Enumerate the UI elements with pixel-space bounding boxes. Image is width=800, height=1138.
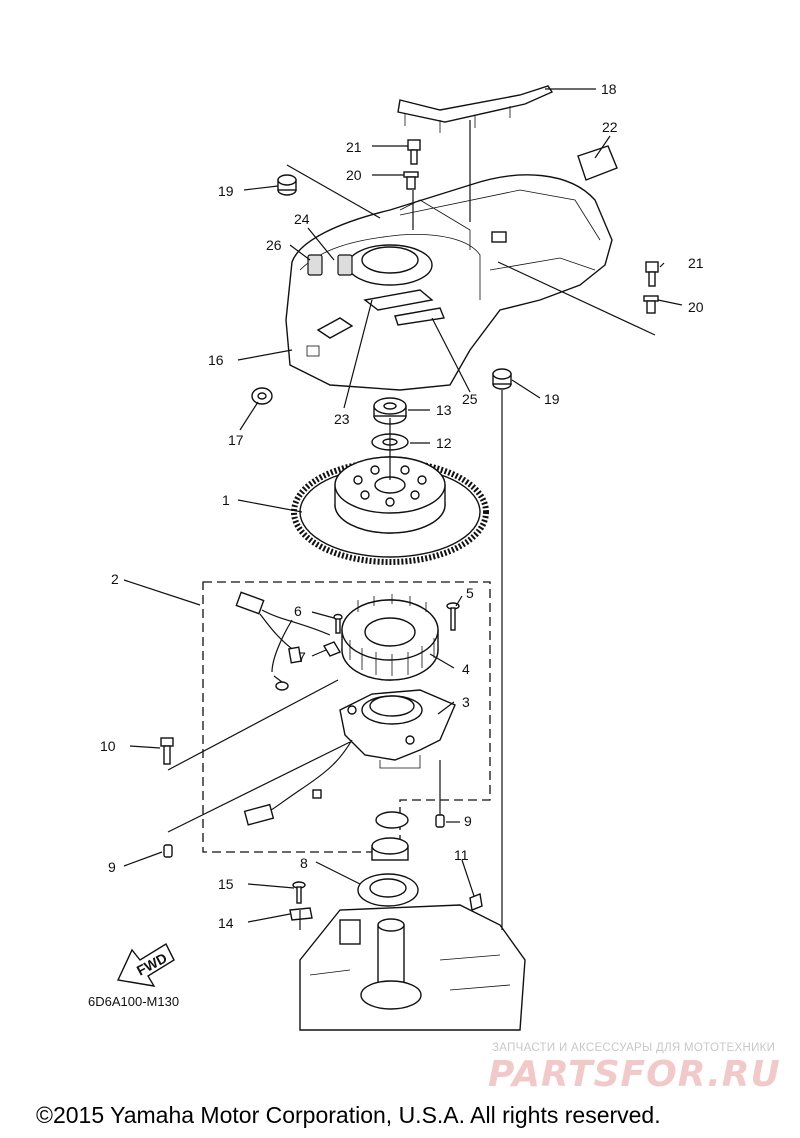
watermark-logo: PARTSFOR.RU xyxy=(488,1054,781,1095)
part-19-grommet-left xyxy=(277,174,297,196)
callout-5: 5 xyxy=(466,585,474,601)
part-11-key xyxy=(469,893,483,911)
callout-14: 14 xyxy=(218,915,234,931)
callout-26: 26 xyxy=(266,237,282,253)
leader-lines xyxy=(123,88,683,930)
part-9-dowel-left xyxy=(163,844,173,858)
part-2-stator-assembly-box xyxy=(202,581,491,853)
engine-block xyxy=(299,904,526,1031)
callout-20-right: 20 xyxy=(688,299,704,315)
part-18-cover-strip xyxy=(397,85,554,133)
part-8-plate xyxy=(357,811,419,907)
callout-13: 13 xyxy=(436,402,452,418)
callout-18: 18 xyxy=(601,81,617,97)
callout-19-left: 19 xyxy=(218,183,234,199)
copyright-notice: ©2015 Yamaha Motor Corporation, U.S.A. A… xyxy=(36,1102,661,1128)
callout-16: 16 xyxy=(208,352,224,368)
callout-11: 11 xyxy=(454,847,469,863)
callout-15: 15 xyxy=(218,876,234,892)
diagram-code: 6D6A100-M130 xyxy=(88,994,180,1009)
part-19-grommet-right xyxy=(492,368,512,390)
callout-20-top: 20 xyxy=(346,167,362,183)
callout-4: 4 xyxy=(462,661,470,677)
part-14-clip xyxy=(289,907,313,921)
callout-9-left: 9 xyxy=(108,859,116,875)
part-7-clamp xyxy=(322,641,342,657)
callout-6: 6 xyxy=(294,603,302,619)
part-13-nut xyxy=(373,397,407,425)
fwd-arrow: FWD xyxy=(116,943,175,987)
part-22-label xyxy=(577,145,618,181)
part-6-screw xyxy=(333,613,343,634)
callout-9-right: 9 xyxy=(464,813,472,829)
part-20-collar-top xyxy=(403,171,419,190)
callout-21-top: 21 xyxy=(346,139,362,155)
callout-25: 25 xyxy=(462,391,478,407)
callout-1: 1 xyxy=(222,492,230,508)
callout-12: 12 xyxy=(436,435,452,451)
part-10-bolt xyxy=(160,737,174,765)
callout-8: 8 xyxy=(300,855,308,871)
part-17-grommet xyxy=(251,387,273,405)
callout-23: 23 xyxy=(334,411,350,427)
callout-17: 17 xyxy=(228,432,244,448)
callout-3: 3 xyxy=(462,694,470,710)
callout-7: 7 xyxy=(298,649,306,665)
callout-21-right: 21 xyxy=(688,255,704,271)
part-21-bolt-right xyxy=(645,261,659,287)
part-3-stator-base xyxy=(339,689,456,769)
part-16-flywheel-cover xyxy=(285,174,613,391)
wiring-harness-bottom xyxy=(243,739,353,826)
part-20-collar-right xyxy=(643,295,659,314)
part-15-bolt xyxy=(292,881,306,904)
part-4-stator-coil xyxy=(341,594,439,681)
part-21-bolt-top xyxy=(407,139,421,165)
part-5-screw xyxy=(446,602,460,631)
callout-10: 10 xyxy=(100,738,116,754)
wiring-harness-top xyxy=(235,591,331,691)
watermark-tagline: ЗАПЧАСТИ И АКСЕССУАРЫ ДЛЯ МОТОТЕХНИКИ xyxy=(492,1042,776,1054)
part-9-dowel-right xyxy=(435,814,445,828)
callout-2: 2 xyxy=(111,571,119,587)
callout-22: 22 xyxy=(602,119,618,135)
callout-19-right: 19 xyxy=(544,391,560,407)
callout-24: 24 xyxy=(294,211,310,227)
callout-labels: 1 2 3 4 5 6 7 8 9 9 10 11 12 13 14 15 16… xyxy=(100,81,704,931)
